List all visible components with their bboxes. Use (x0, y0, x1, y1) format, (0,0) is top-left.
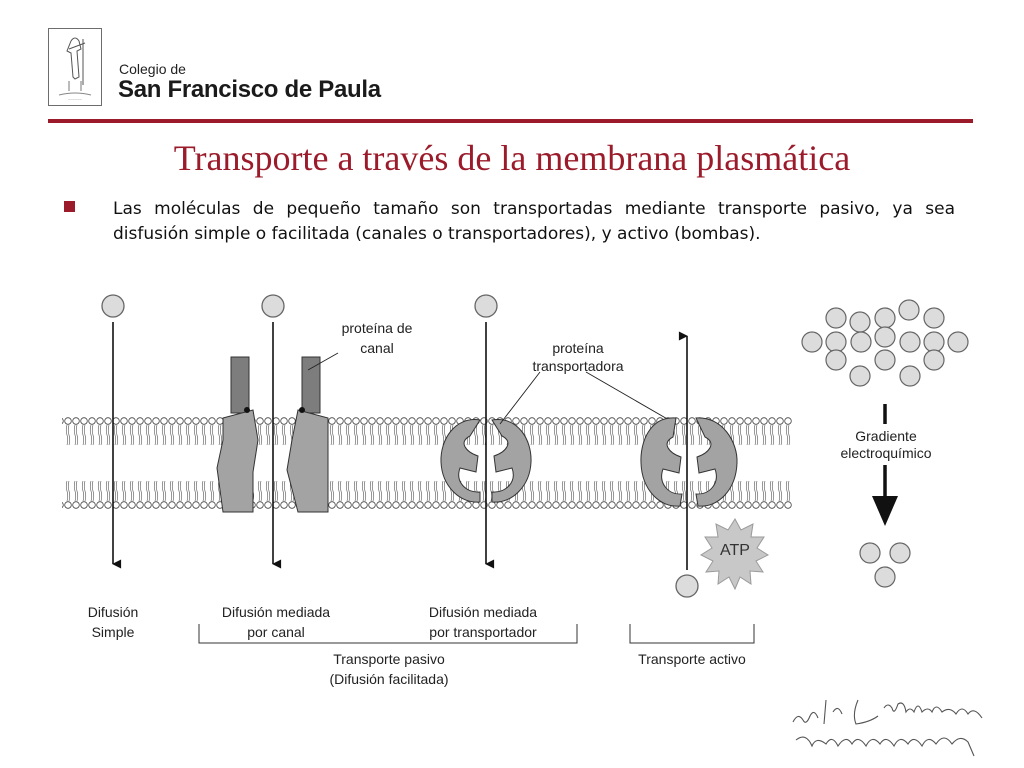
label-channel-protein-2: canal (360, 340, 393, 356)
carrier-half-right (491, 419, 532, 503)
label-gradient-1: Gradiente (855, 428, 917, 444)
channel-gate-right (301, 356, 321, 414)
channel-half-right (286, 409, 329, 513)
svg-text:~~~~~~: ~~~~~~ (68, 97, 83, 102)
label-passive-1: Transporte pasivo (333, 651, 445, 667)
label-gradient-2: electroquímico (840, 445, 931, 461)
label-active: Transporte activo (638, 651, 746, 667)
atp-label: ATP (720, 542, 750, 559)
carrier-half-left (440, 419, 481, 503)
bullet-text: Las moléculas de pequeño tamaño son tran… (113, 199, 955, 244)
active-bracket (629, 624, 755, 644)
school-crest-icon: ~~~~~~ (58, 37, 92, 102)
header-divider (48, 119, 973, 123)
molecule (675, 574, 699, 598)
label-carrier-protein-1: proteína (552, 340, 604, 356)
school-name: San Francisco de Paula (118, 76, 381, 103)
molecule (474, 294, 498, 318)
gradient-panel: Gradiente electroquímico (801, 299, 969, 588)
lipid-bilayer (62, 417, 792, 509)
label-simple-2: Simple (92, 624, 135, 640)
handwritten-signature (792, 699, 983, 757)
label-channel-2: por canal (247, 624, 305, 640)
school-prefix: Colegio de (119, 61, 186, 77)
label-channel-1: Difusión mediada (222, 604, 330, 620)
school-logo: ~~~~~~ (48, 28, 102, 106)
pump-half-left (640, 417, 683, 507)
label-channel-protein-1: proteína de (342, 320, 413, 336)
passive-bracket (198, 624, 578, 644)
label-carrier-protein-2: transportadora (532, 358, 623, 374)
pump-half-right (695, 417, 738, 507)
label-simple-1: Difusión (88, 604, 139, 620)
label-carrier-1: Difusión mediada (429, 604, 537, 620)
carrier-protein-passive: proteína transportadora (440, 294, 677, 569)
simple-diffusion (101, 294, 125, 569)
gradient-arrowhead-icon (872, 496, 898, 526)
slide-title: Transporte a través de la membrana plasm… (173, 138, 851, 178)
channel-protein: proteína de canal (216, 294, 413, 569)
channel-half-left (216, 409, 259, 513)
molecule (101, 294, 125, 318)
mechanism-labels: Difusión Simple Difusión mediada por can… (88, 604, 755, 687)
label-carrier-2: por transportador (429, 624, 537, 640)
atp-burst-icon (699, 518, 770, 591)
channel-gate-left (230, 356, 250, 414)
active-pump: ATP (640, 331, 770, 598)
molecule (261, 294, 285, 318)
bullet-square-icon (64, 201, 75, 212)
label-passive-2: (Difusión facilitada) (329, 671, 448, 687)
